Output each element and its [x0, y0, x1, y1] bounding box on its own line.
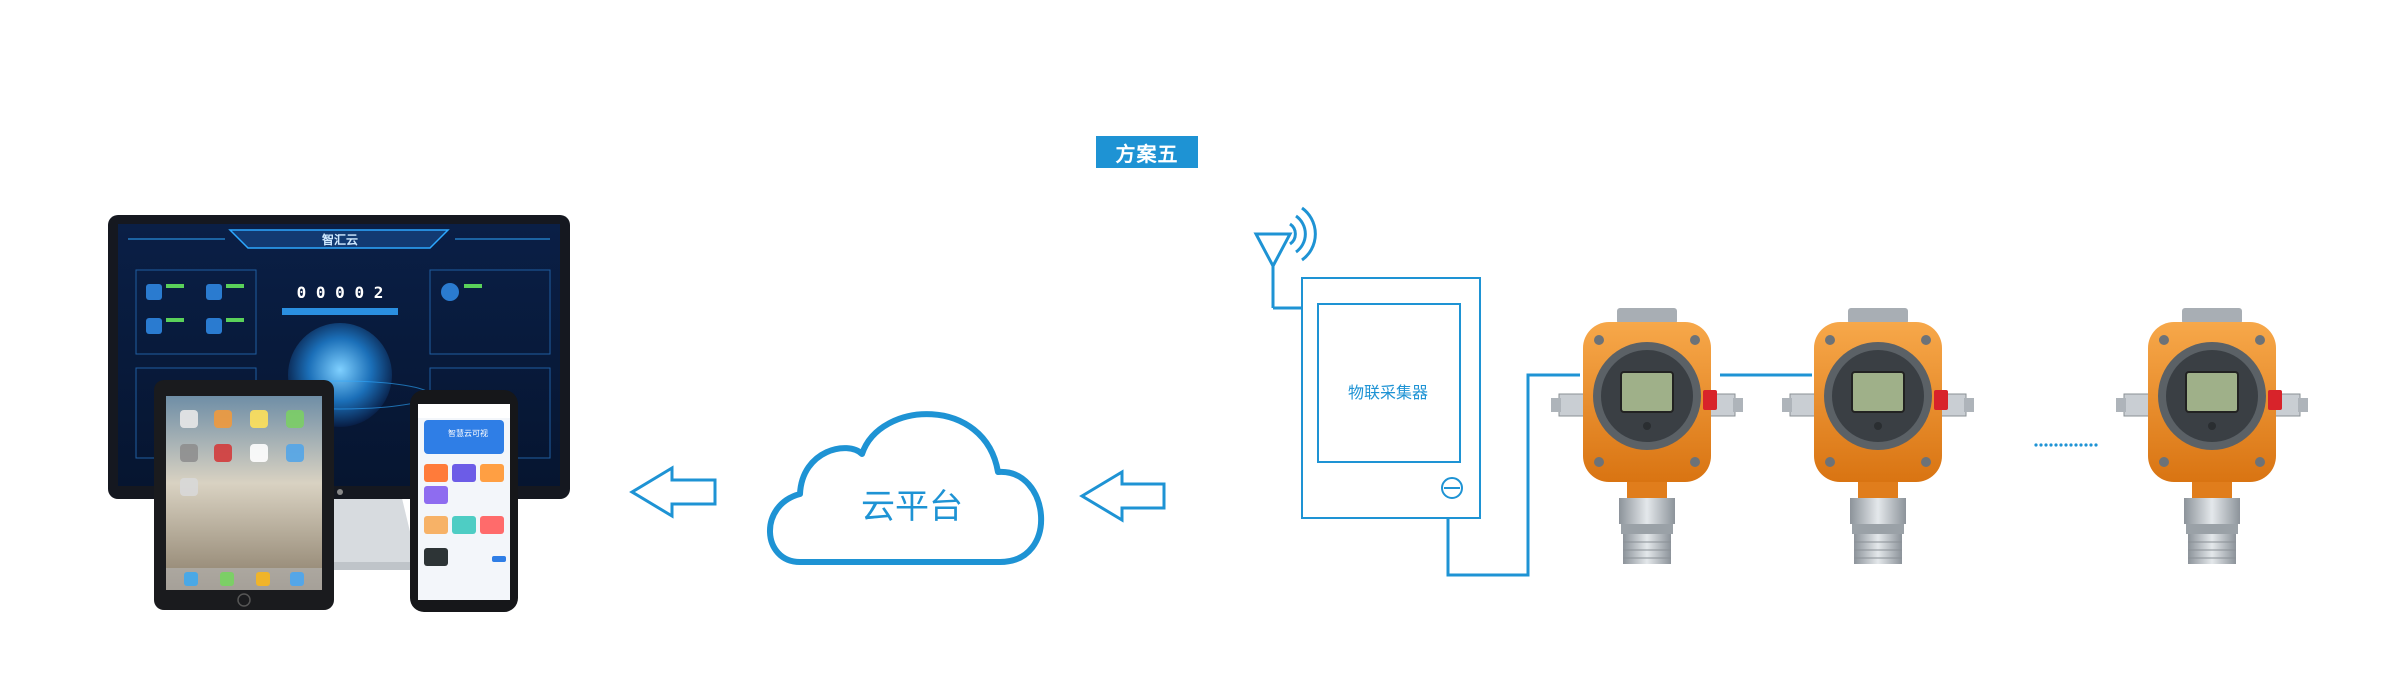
bus-wiring: [1446, 373, 1812, 577]
antenna-icon: [1253, 206, 1317, 310]
gas-detector: [1550, 307, 1744, 565]
collector-port-icon: [1441, 477, 1463, 499]
gas-detector: [2115, 307, 2309, 565]
collector-label: 物联采集器: [1348, 383, 1428, 402]
gas-detector: [1781, 307, 1975, 565]
cloud-platform: 云平台: [767, 411, 1045, 565]
tablet-device: [154, 380, 334, 610]
phone-device: 智慧云可视: [410, 390, 518, 612]
arrow-left-icon: [629, 465, 717, 519]
dashboard-counter: 0 0 0 0 2: [297, 283, 384, 302]
iot-collector: 物联采集器: [1301, 277, 1481, 519]
arrow-left-icon: [1079, 469, 1166, 523]
cloud-label: 云平台: [861, 487, 963, 527]
scheme-badge: 方案五: [1096, 136, 1198, 168]
dashboard-title: 智汇云: [321, 232, 358, 247]
phone-app-header: 智慧云可视: [448, 428, 488, 438]
ellipsis-indicator: [2034, 443, 2098, 447]
